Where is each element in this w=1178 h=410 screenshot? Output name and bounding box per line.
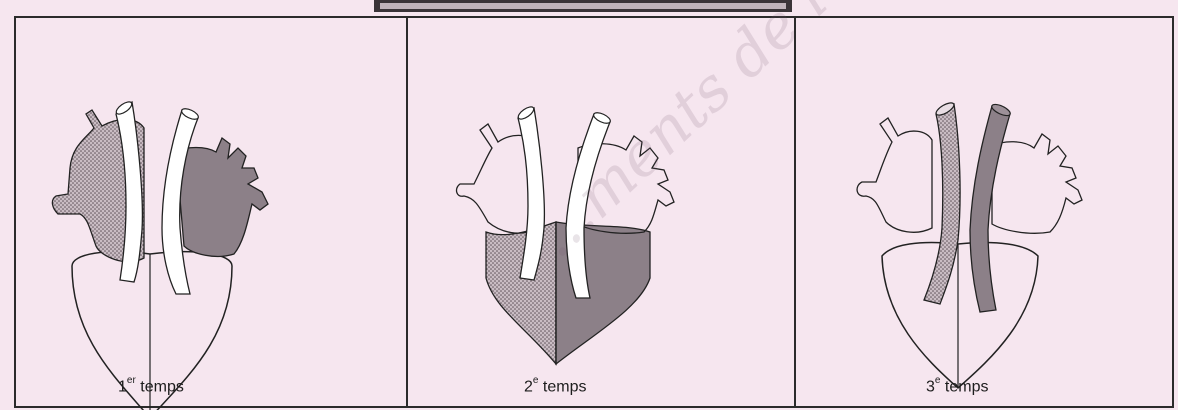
panel-1: 1er temps <box>16 18 406 406</box>
top-header-bar <box>374 0 792 12</box>
heart-diagram-3 <box>796 18 1174 410</box>
left-atrium-outline-3 <box>857 118 932 232</box>
right-atrium-filled <box>176 138 268 256</box>
ventricles-outline-3 <box>882 243 1038 389</box>
left-ventricle-filled <box>486 222 556 364</box>
panel-3: 3e temps <box>794 18 1172 406</box>
diagram-frame: 1er temps <box>14 16 1174 408</box>
caption-panel-2: 2e temps <box>524 377 587 396</box>
heart-diagram-1 <box>16 18 406 410</box>
right-atrium-outline-3 <box>992 134 1082 233</box>
aorta-tube-filled <box>924 104 960 304</box>
heart-diagram-2 <box>408 18 796 410</box>
panel-2: 2e temps <box>406 18 794 406</box>
caption-panel-3: 3e temps <box>926 377 989 396</box>
caption-panel-1: 1er temps <box>118 377 184 396</box>
pulmonary-tube-filled <box>970 106 1010 312</box>
